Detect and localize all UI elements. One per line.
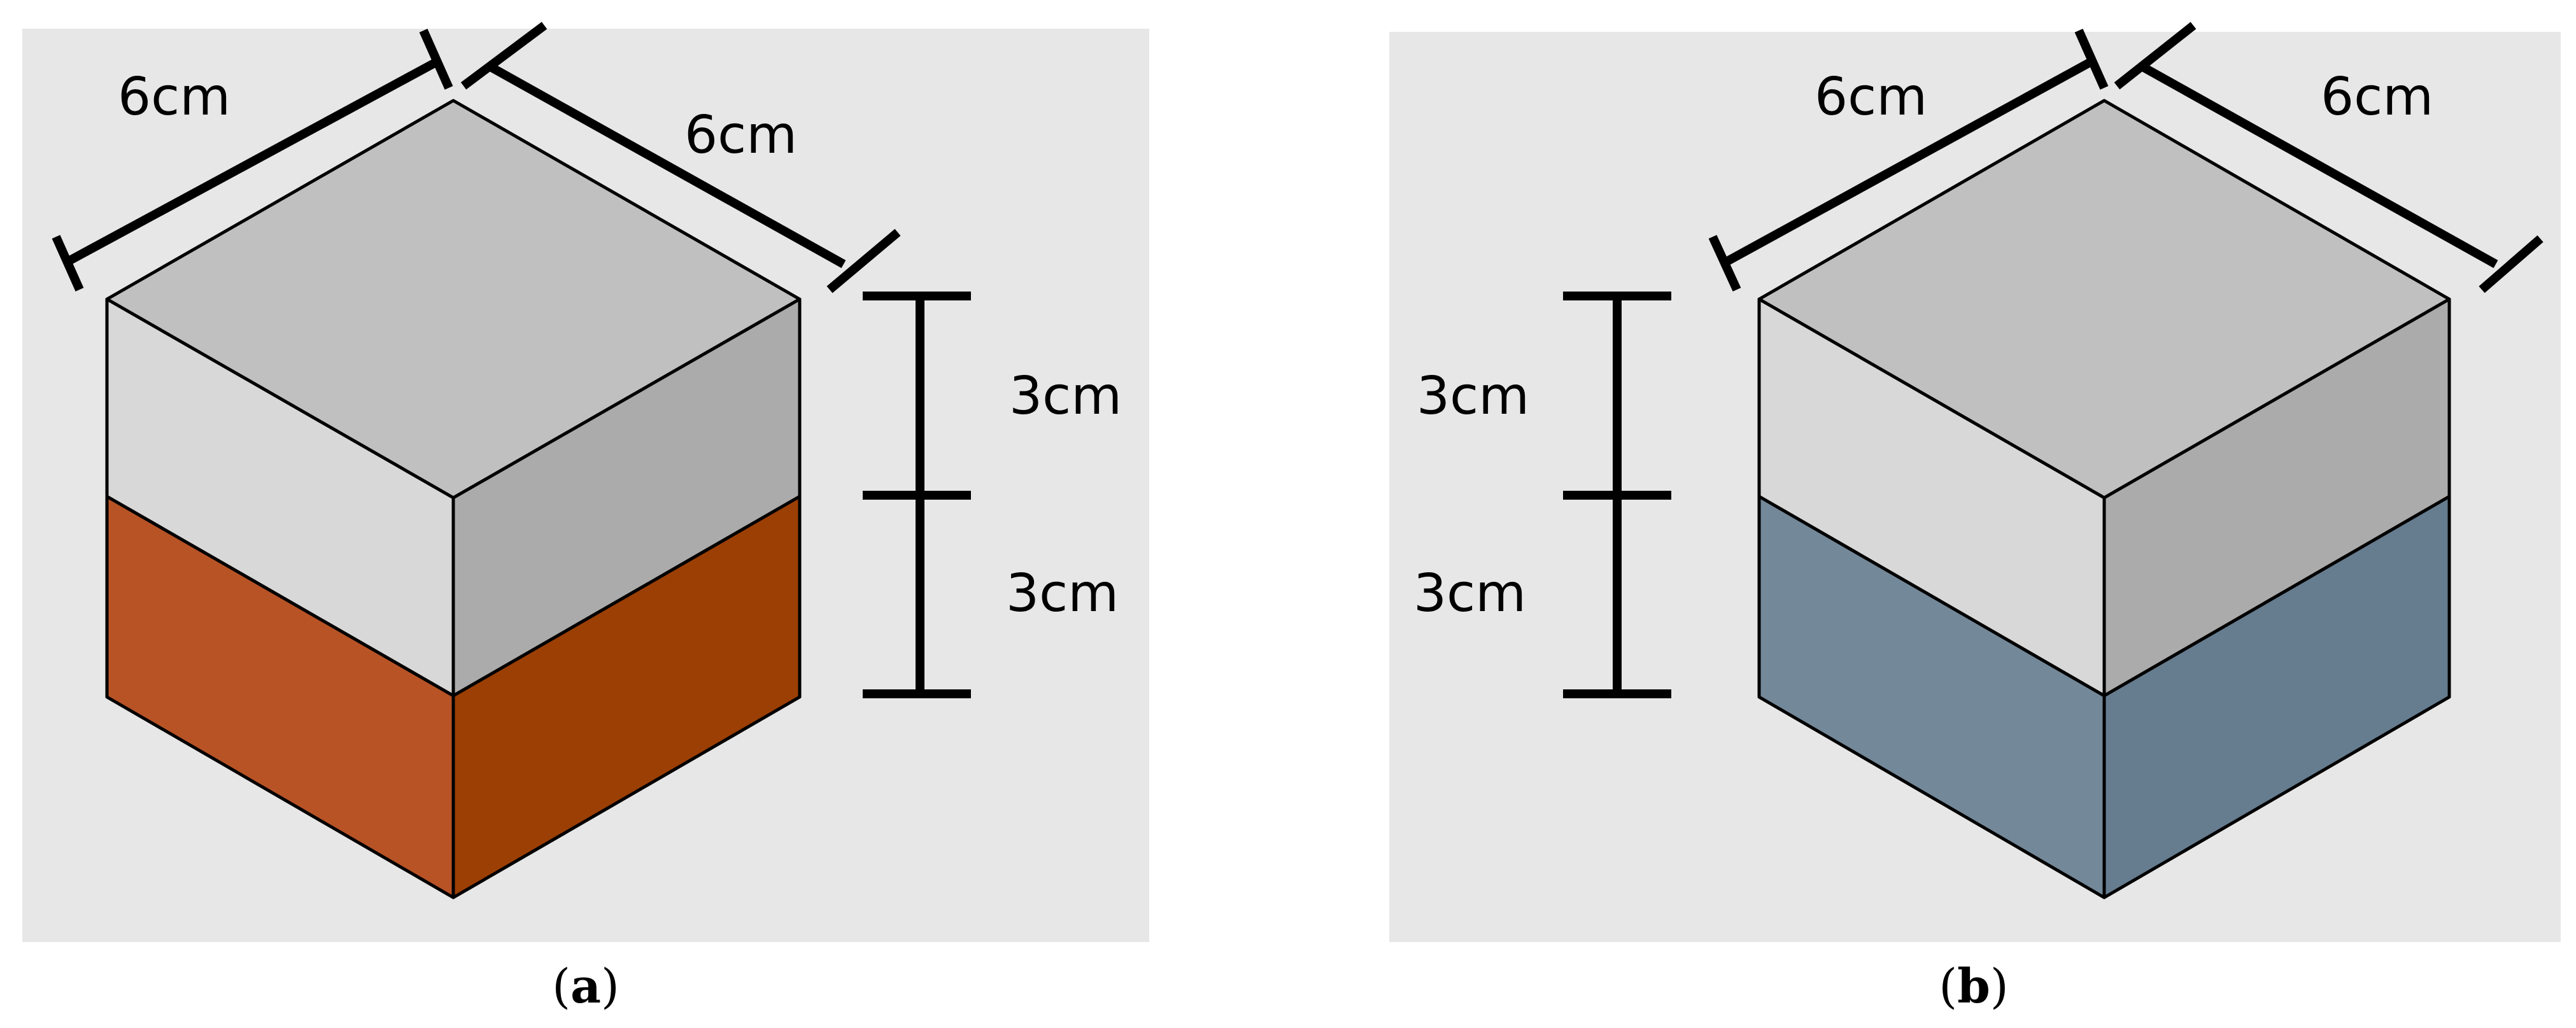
panel-a: 6cm 6cm 3cm 3cm (a) [22, 22, 1149, 1014]
panel-a-label-height-upper: 3cm [1009, 366, 1122, 426]
panel-b-caption: (b) [1939, 959, 2009, 1014]
panel-b-dimension-height [1563, 292, 1671, 698]
panel-a-label-top-left: 6cm [118, 67, 230, 127]
panel-b-label-top-left: 6cm [1815, 67, 1927, 127]
panel-a-label-height-lower: 3cm [1006, 563, 1119, 624]
panel-a-lower-right-face [451, 495, 802, 899]
panel-b-label-top-right: 6cm [2321, 67, 2433, 127]
panel-b-dimension-top-left [1708, 29, 2109, 292]
panel-a-caption: (a) [552, 959, 619, 1014]
panel-b-dimension-top-right [2114, 22, 2544, 293]
panel-b-label-height-upper: 3cm [1417, 366, 1529, 426]
panel-a-label-top-right: 6cm [684, 105, 797, 165]
panel-a-dimension-top-right [460, 22, 901, 293]
panel-b: 6cm 6cm 3cm 3cm (b) [1389, 22, 2561, 1014]
panel-b-label-height-lower: 3cm [1413, 563, 1526, 624]
panel-a-dimension-height [863, 292, 971, 698]
panel-a-dimension-top-left [52, 29, 453, 292]
panel-b-lower-right-face [2102, 495, 2451, 899]
